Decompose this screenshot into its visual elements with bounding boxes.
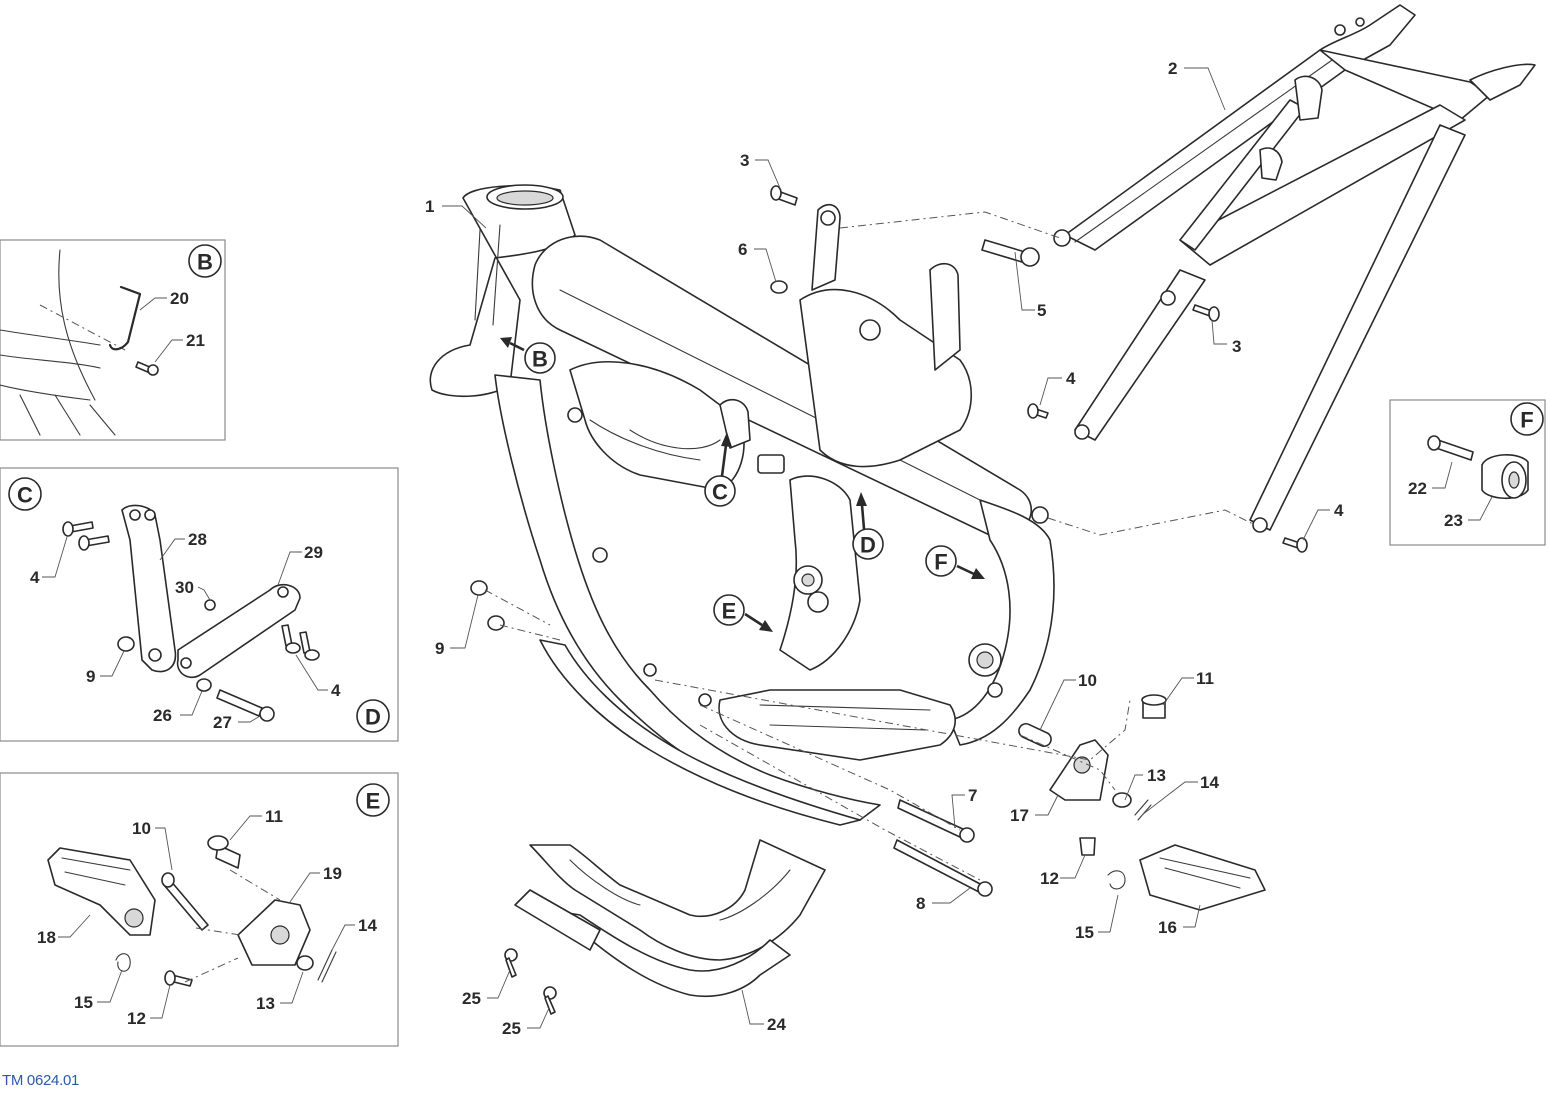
inset-e-callout-18: 18: [37, 928, 56, 947]
inset-c-callout-30: 30: [175, 578, 194, 597]
callout-numbers: 1 2 3 3 4 4 5 6 7 8 9 10 11 12 13 14 15 …: [425, 59, 1344, 1038]
inset-e-callout-19: 19: [323, 864, 342, 883]
inset-f-label: F: [1520, 408, 1533, 433]
inset-c-label: C: [17, 483, 33, 508]
inset-f-callout-23: 23: [1444, 511, 1463, 530]
inset-e: E 10 11 19 18 1: [0, 772, 399, 1047]
marker-e: E: [722, 599, 737, 624]
inset-c-callout-28: 28: [188, 530, 207, 549]
callout-4-front: 4: [1066, 369, 1076, 388]
callout-7: 7: [968, 786, 977, 805]
inset-e-callout-13: 13: [256, 994, 275, 1013]
callout-14: 14: [1200, 773, 1219, 792]
callout-1: 1: [425, 197, 434, 216]
callout-25-b: 25: [502, 1019, 521, 1038]
figure-code: TM 0624.01: [2, 1072, 80, 1089]
inset-e-callout-15: 15: [74, 993, 93, 1012]
assembly-lines: [484, 211, 1256, 881]
skid-plate: [514, 839, 826, 998]
main-frame: [429, 184, 1055, 826]
inset-c-callout-29: 29: [304, 543, 323, 562]
callout-25-a: 25: [462, 989, 481, 1008]
callout-9: 9: [435, 639, 444, 658]
inset-f: F 22 23: [1389, 399, 1546, 546]
inset-cd: C D 4: [0, 467, 399, 742]
marker-d: D: [860, 533, 876, 558]
view-markers: B C D E F: [500, 337, 985, 632]
callout-11: 11: [1196, 669, 1214, 688]
inset-b-label: B: [197, 250, 213, 275]
inset-b-callout-21: 21: [186, 331, 205, 350]
subframe: [1053, 4, 1536, 533]
callout-10: 10: [1078, 671, 1097, 690]
callout-2: 2: [1168, 59, 1177, 78]
callout-24: 24: [767, 1015, 786, 1034]
callout-16: 16: [1158, 918, 1177, 937]
inset-c-callout-4: 4: [30, 568, 40, 587]
callout-13: 13: [1147, 766, 1166, 785]
callout-5: 5: [1037, 301, 1046, 320]
callout-leaders: [442, 67, 1330, 1029]
marker-b: B: [532, 347, 548, 372]
marker-f: F: [934, 550, 947, 575]
callout-6: 6: [738, 240, 747, 259]
inset-e-label: E: [366, 789, 381, 814]
inset-c-callout-9: 9: [86, 667, 95, 686]
callout-17: 17: [1010, 806, 1029, 825]
inset-c-callout-27: 27: [213, 713, 232, 732]
inset-d-label: D: [365, 705, 381, 730]
callout-8: 8: [916, 894, 925, 913]
fasteners: [470, 185, 1308, 1015]
inset-c-callout-26: 26: [153, 706, 172, 725]
inset-d-callout-4: 4: [331, 681, 341, 700]
callout-4-rear: 4: [1334, 501, 1344, 520]
callout-12: 12: [1040, 869, 1059, 888]
inset-b-callout-20: 20: [170, 289, 189, 308]
inset-e-callout-10: 10: [132, 819, 151, 838]
callout-3-mid: 3: [1232, 337, 1241, 356]
callout-3-top: 3: [740, 151, 749, 170]
inset-e-callout-11: 11: [265, 807, 283, 826]
callout-15: 15: [1075, 923, 1094, 942]
marker-c: C: [712, 480, 728, 505]
inset-e-callout-14: 14: [358, 916, 377, 935]
inset-e-callout-12: 12: [127, 1009, 146, 1028]
inset-f-callout-22: 22: [1408, 479, 1427, 498]
inset-b: 20 21 B: [0, 239, 226, 441]
